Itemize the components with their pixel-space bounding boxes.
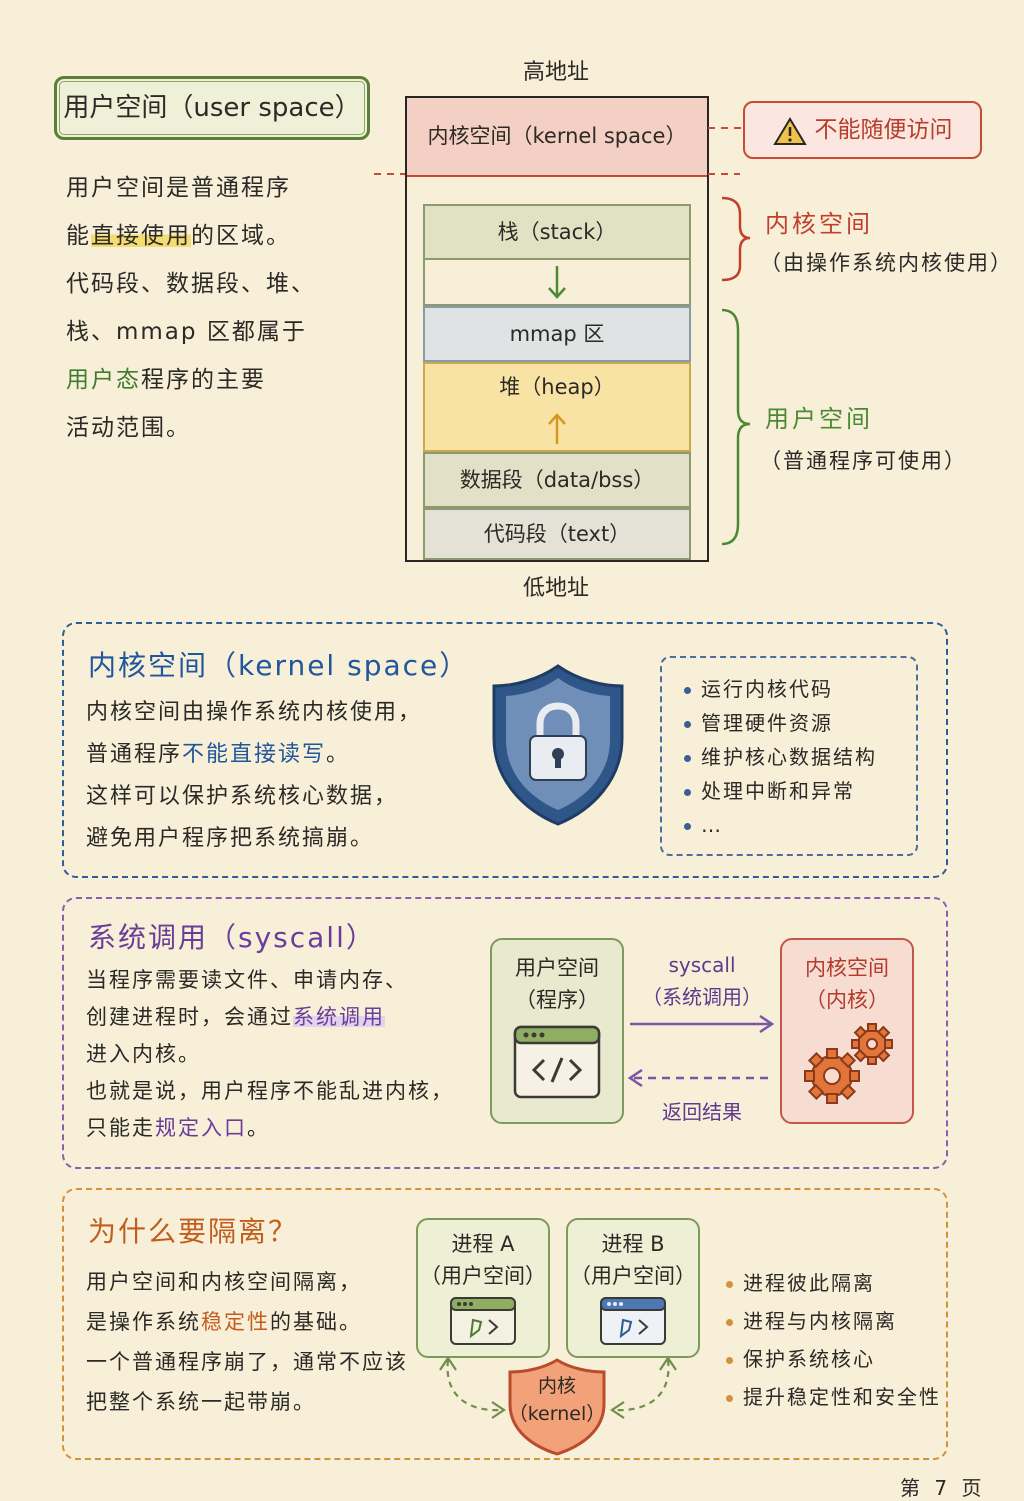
desc-line: 用户态程序的主要 [66, 367, 266, 393]
body-line: 把整个系统一起带崩。 [86, 1390, 316, 1414]
process-b-node: 进程 B （用户空间） [566, 1218, 700, 1358]
heap-label: 堆（heap） [499, 375, 615, 399]
list-item: 管理硬件资源 [684, 706, 877, 740]
isolation-panel [62, 1188, 948, 1460]
list-item: 进程彼此隔离 [726, 1264, 941, 1302]
gears-icon [804, 1023, 893, 1104]
list-item: 提升稳定性和安全性 [726, 1378, 941, 1416]
highlight-direct-use: 直接使用 [91, 223, 191, 249]
high-address-label: 高地址 [522, 60, 589, 85]
isolation-arrows [439, 1356, 677, 1419]
list-item: 维护核心数据结构 [684, 740, 877, 774]
heap-segment: 堆（heap） [423, 362, 691, 452]
body-line: 进入内核。 [86, 1042, 201, 1066]
process-a-label: 进程 A [451, 1232, 515, 1256]
body-line: 内核空间由操作系统内核使用， [86, 700, 423, 725]
arrow-down-icon [548, 266, 566, 299]
program-window-icon [450, 1297, 516, 1345]
page-number: 第 7 页 [900, 1476, 986, 1500]
kernel-shield-sub: （kernel） [508, 1403, 606, 1425]
syscall-arrow-label: syscall （系统调用） [640, 953, 764, 1010]
body-line: 用户空间和内核空间隔离， [86, 1270, 362, 1294]
process-a-sub: （用户空间） [420, 1264, 546, 1288]
user-node-sub: （程序） [515, 988, 599, 1012]
list-item: 运行内核代码 [684, 672, 877, 706]
arrow-up-icon [548, 413, 566, 444]
warning-text: 不能随便访问 [814, 117, 953, 143]
process-b-label: 进程 B [601, 1232, 665, 1256]
access-warning-badge: 不能随便访问 [743, 101, 982, 159]
text-segment: 代码段（text） [423, 508, 691, 560]
isolation-panel-body: 用户空间和内核空间隔离， 是操作系统稳定性的基础。 一个普通程序崩了，通常不应该… [86, 1262, 408, 1422]
highlight-stability: 稳定性 [201, 1310, 270, 1334]
list-item: … [684, 808, 877, 842]
kernel-duty-list: 运行内核代码 管理硬件资源 维护核心数据结构 处理中断和异常 … [684, 672, 877, 842]
user-brace-subtitle: （普通程序可使用） [760, 449, 967, 473]
body-line: 是操作系统稳定性的基础。 [86, 1310, 362, 1334]
user-node-label: 用户空间 [515, 956, 599, 980]
syscall-label-cn: （系统调用） [642, 985, 762, 1009]
desc-line: 活动范围。 [66, 415, 191, 441]
user-space-node: 用户空间 （程序） [490, 938, 624, 1124]
isolation-panel-title: 为什么要隔离？ [88, 1215, 299, 1248]
kernel-shield-title: 内核 [537, 1375, 576, 1397]
body-line: 一个普通程序崩了，通常不应该 [86, 1350, 408, 1374]
process-a-node: 进程 A （用户空间） [416, 1218, 550, 1358]
shield-lock-icon [492, 664, 624, 826]
desc-line: 代码段、数据段、堆、 [66, 271, 316, 297]
stack-segment: 栈（stack） [423, 204, 691, 260]
process-b-sub: （用户空间） [570, 1264, 696, 1288]
code-window-icon [513, 1025, 601, 1099]
kernel-shield-label: 内核 （kernel） [504, 1372, 610, 1428]
highlight-syscall: 系统调用 [293, 1005, 385, 1029]
desc-line: 用户空间是普通程序 [66, 175, 291, 201]
return-result-label: 返回结果 [662, 1100, 742, 1124]
kernel-space-panel [62, 622, 948, 878]
user-brace-title: 用户空间 [765, 405, 873, 433]
list-item: 保护系统核心 [726, 1340, 941, 1378]
syscall-panel-title: 系统调用（syscall） [88, 921, 376, 954]
warning-icon [772, 116, 807, 145]
kernel-panel-body: 内核空间由操作系统内核使用， 普通程序不能直接读写。 这样可以保护系统核心数据，… [86, 692, 422, 860]
desc-line: 栈、mmap 区都属于 [66, 319, 307, 345]
program-window-icon [600, 1297, 666, 1345]
kernel-node-label: 内核空间 [805, 956, 889, 980]
syscall-label: syscall [668, 953, 736, 977]
isolation-benefit-list: 进程彼此隔离 进程与内核隔离 保护系统核心 提升稳定性和安全性 [726, 1264, 941, 1416]
kernel-space-node: 内核空间 （内核） [780, 938, 914, 1124]
kernel-brace-title: 内核空间 [765, 210, 873, 238]
highlight-defined-entry: 规定入口 [155, 1116, 247, 1140]
kernel-shield-icon [508, 1358, 606, 1456]
kernel-duty-list-box [660, 656, 918, 856]
syscall-panel-body: 当程序需要读文件、申请内存、 创建进程时，会通过系统调用 进入内核。 也就是说，… [86, 962, 454, 1147]
layout-annotation-lines [374, 127, 751, 546]
highlight-user-mode: 用户态 [66, 367, 141, 393]
list-item: 进程与内核隔离 [726, 1302, 941, 1340]
body-line: 这样可以保护系统核心数据， [86, 784, 399, 809]
kernel-brace-subtitle: （由操作系统内核使用） [760, 251, 1013, 275]
kernel-node-sub: （内核） [805, 988, 889, 1012]
syscall-arrows [627, 1014, 775, 1088]
highlight-no-direct-access: 不能直接读写 [182, 742, 327, 767]
body-line: 当程序需要读文件、申请内存、 [86, 968, 408, 992]
list-item: 处理中断和异常 [684, 774, 877, 808]
body-line: 避免用户程序把系统搞崩。 [86, 826, 375, 851]
user-space-description: 用户空间是普通程序 能直接使用的区域。 代码段、数据段、堆、 栈、mmap 区都… [66, 164, 376, 452]
stack-growth-gap [423, 260, 691, 306]
body-line: 只能走规定入口。 [86, 1116, 270, 1140]
kernel-space-segment: 内核空间（kernel space） [407, 98, 707, 177]
desc-line: 能直接使用的区域。 [66, 223, 291, 249]
data-segment: 数据段（data/bss） [423, 452, 691, 508]
low-address-label: 低地址 [522, 576, 589, 601]
body-line: 也就是说，用户程序不能乱进内核， [86, 1079, 454, 1103]
syscall-panel [62, 897, 948, 1169]
user-space-title: 用户空间（user space） [54, 76, 370, 140]
mmap-segment: mmap 区 [423, 306, 691, 362]
memory-layout-diagram: 内核空间（kernel space） 栈（stack） mmap 区 堆（hea… [405, 96, 709, 562]
body-line: 普通程序不能直接读写。 [86, 742, 351, 767]
kernel-panel-title: 内核空间（kernel space） [88, 649, 470, 682]
body-line: 创建进程时，会通过系统调用 [86, 1005, 385, 1029]
